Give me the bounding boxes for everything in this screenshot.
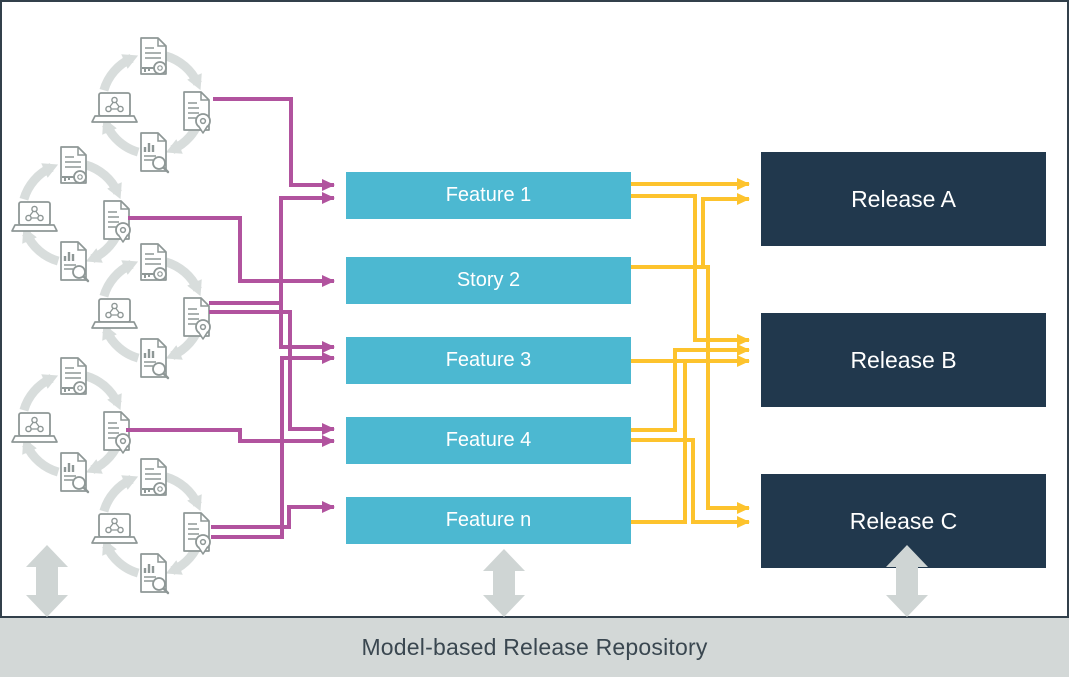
repository-bar-label: Model-based Release Repository	[361, 634, 708, 660]
node-feature-n-label: Feature n	[445, 509, 532, 531]
node-release-c: Release C	[761, 474, 1046, 568]
repository-bar: Model-based Release Repository	[0, 618, 1069, 677]
node-feature-3-label: Feature 3	[445, 349, 532, 371]
node-story-2: Story 2	[346, 257, 631, 304]
node-feature-4: Feature 4	[346, 417, 631, 464]
node-feature-4-label: Feature 4	[445, 429, 532, 451]
node-feature-1-label: Feature 1	[445, 184, 532, 206]
node-release-a: Release A	[761, 152, 1046, 246]
node-feature-n: Feature n	[346, 497, 631, 544]
node-release-c-label: Release C	[849, 507, 958, 534]
node-feature-1: Feature 1	[346, 172, 631, 219]
node-release-b: Release B	[761, 313, 1046, 407]
node-story-2-label: Story 2	[456, 269, 521, 291]
node-release-a-label: Release A	[851, 185, 956, 212]
node-release-b-label: Release B	[850, 346, 957, 373]
node-feature-3: Feature 3	[346, 337, 631, 384]
